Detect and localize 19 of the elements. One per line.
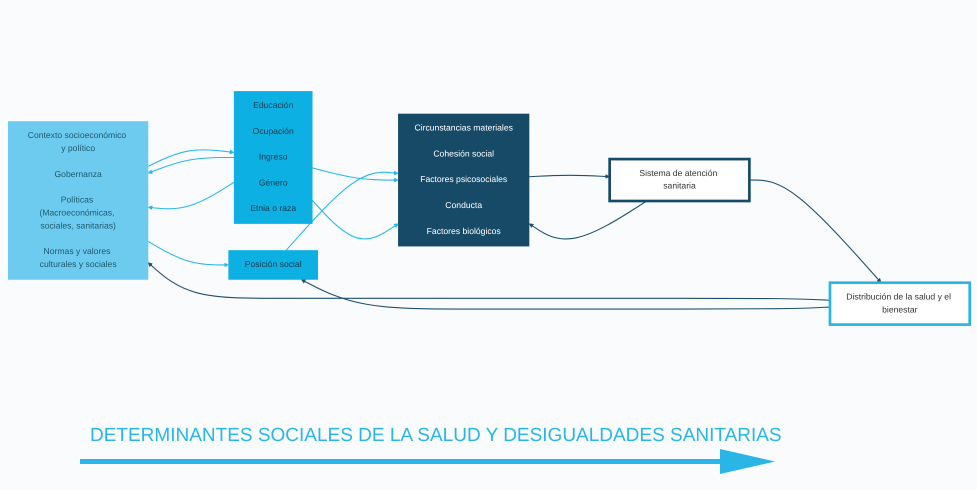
arrow [300, 278, 830, 310]
node-box: Educación Ocupación Ingreso Género Etnia o raza [233, 90, 312, 224]
arrow [748, 179, 881, 282]
arrow [147, 240, 228, 267]
arrow [285, 170, 398, 250]
node-box: Distribución de la salud y el bienestar [828, 280, 971, 326]
node-box: Contexto socioeconómico y político Gobernanza Políticas (Macroeconómicas, sociales, sanitarias) Normas y valores culturales y sociales [8, 120, 148, 280]
banner-text: DETERMINANTES SOCIALES DE LA SALUD Y DESIGUALDADES SANITARIAS [90, 425, 782, 447]
node-box: Circunstancias materiales Cohesión social Factores psicosociales Conducta Factores biológicos [398, 113, 529, 246]
arrow [528, 200, 646, 239]
arrow [312, 166, 398, 182]
node-box: Sistema de atención sanitaria [608, 157, 750, 202]
arrow [528, 174, 610, 178]
arrow [147, 156, 234, 174]
arrow [147, 262, 830, 300]
node-box: Posición social [228, 250, 318, 280]
arrow [147, 148, 234, 166]
arrow [147, 181, 234, 210]
arrow [311, 199, 398, 239]
